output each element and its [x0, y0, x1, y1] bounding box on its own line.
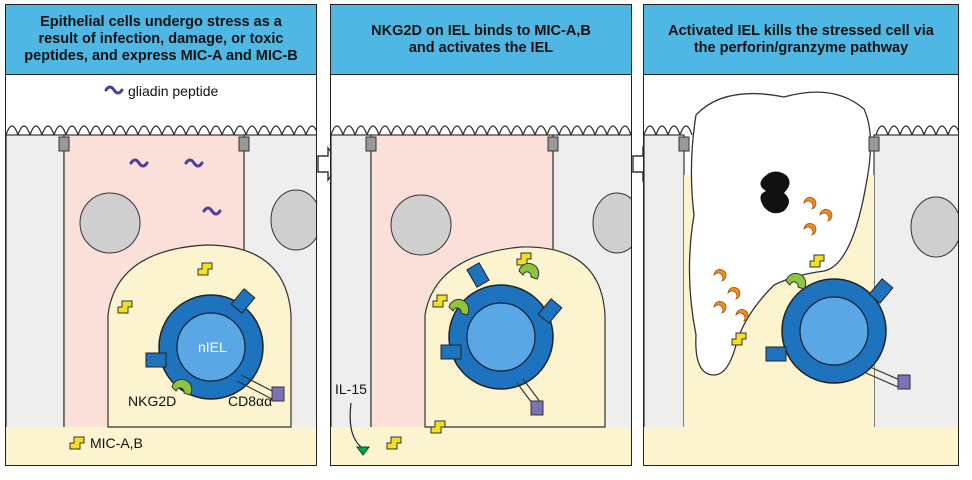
tight-junction-left: [678, 136, 690, 152]
microvilli-right: [875, 125, 958, 138]
nkg2d-receptor: [171, 378, 193, 396]
neighbor-cell-left: [644, 134, 685, 436]
iel-nucleus: [799, 296, 869, 366]
mic-ligand-4: [430, 420, 446, 434]
epithelial-nucleus: [390, 194, 452, 256]
dying-cell: [688, 91, 872, 376]
gliadin-peptide-1: [104, 85, 124, 95]
mic-label: MIC-A,B: [90, 435, 143, 451]
tight-junction-right: [868, 136, 880, 152]
iel-nucleus: [176, 312, 246, 382]
lamina: [6, 427, 316, 465]
killing-scene: [644, 91, 958, 465]
panel-killing: Activated IEL kills the stressed cell vi…: [643, 4, 959, 466]
cd8-stalk-b: [865, 372, 899, 388]
microvilli-border: [6, 125, 316, 138]
mic-ligand-2: [731, 332, 747, 346]
neighbor-cell-left: [6, 134, 65, 436]
panel-title: NKG2D on IEL binds to MIC-A,B and activa…: [371, 22, 591, 56]
mic-ligand-1: [197, 262, 213, 276]
niel-label: nIEL: [198, 339, 227, 355]
panel-activation: NKG2D on IEL binds to MIC-A,B and activa…: [330, 4, 632, 466]
panel-title: Epithelial cells undergo stress as a res…: [24, 14, 298, 64]
nkg2d-label: NKG2D: [128, 393, 177, 409]
cd8-head: [530, 400, 544, 416]
stress-scene: [6, 75, 316, 465]
mic-ligand-1: [809, 254, 825, 268]
lumen: [6, 75, 316, 119]
tight-junction-right: [547, 136, 559, 152]
tcr-receptor-1: [466, 262, 490, 288]
cd8-stalk-a: [522, 378, 542, 404]
il15-molecule: [356, 446, 370, 456]
il15-arrow: [349, 402, 362, 448]
tcr-receptor-3: [537, 298, 563, 324]
neighbor-nucleus: [592, 192, 631, 254]
gliadin-label: gliadin peptide: [128, 83, 219, 99]
panel-header: Epithelial cells undergo stress as a res…: [6, 5, 316, 75]
il15-label: IL-15: [335, 381, 367, 397]
nkg2d-bound-2: [448, 298, 470, 316]
cd8-label: CD8αα: [228, 393, 273, 409]
cd8-stalk-b: [236, 380, 273, 400]
microvilli-left: [644, 125, 693, 138]
microvilli-border: [331, 125, 631, 138]
cd8-head: [271, 386, 285, 402]
mic-ligand-2: [432, 294, 448, 308]
panel-header: Activated IEL kills the stressed cell vi…: [644, 5, 958, 75]
mic-ligand-3: [386, 436, 402, 450]
gliadin-peptide-3: [184, 158, 204, 168]
fragmented-nucleus: [760, 171, 790, 214]
nkg2d-receptor: [785, 272, 807, 290]
iel-nucleus: [466, 302, 536, 372]
gliadin-peptide-2: [129, 158, 149, 168]
tight-junction-left: [365, 136, 377, 152]
gliadin-peptide-4: [202, 206, 222, 216]
mic-ligand-2: [117, 300, 133, 314]
neighbor-nucleus: [270, 189, 316, 251]
tcr-receptor-2: [765, 346, 787, 362]
cd8-stalk-a: [869, 366, 903, 382]
cd8-stalk-a: [240, 374, 277, 394]
tcr-receptor-2: [440, 344, 462, 360]
tcr-receptor-2: [145, 352, 167, 368]
tcr-receptor-1: [230, 288, 256, 314]
mic-ligand-3: [69, 436, 85, 450]
lamina-bottom: [644, 427, 958, 465]
activation-scene: [331, 125, 631, 465]
neighbor-nucleus: [910, 196, 958, 258]
tcr-receptor-1: [868, 278, 894, 304]
granzyme-granules: [713, 197, 833, 322]
cd8-head: [897, 374, 911, 390]
tight-junction-left: [58, 136, 70, 152]
panel-stress: Epithelial cells undergo stress as a res…: [5, 4, 317, 466]
panel-header: NKG2D on IEL binds to MIC-A,B and activa…: [331, 5, 631, 75]
lamina: [331, 427, 631, 465]
tight-junction-right: [238, 136, 250, 152]
epithelial-nucleus: [79, 192, 141, 254]
panel-title: Activated IEL kills the stressed cell vi…: [668, 22, 934, 56]
nkg2d-bound-1: [518, 262, 540, 280]
